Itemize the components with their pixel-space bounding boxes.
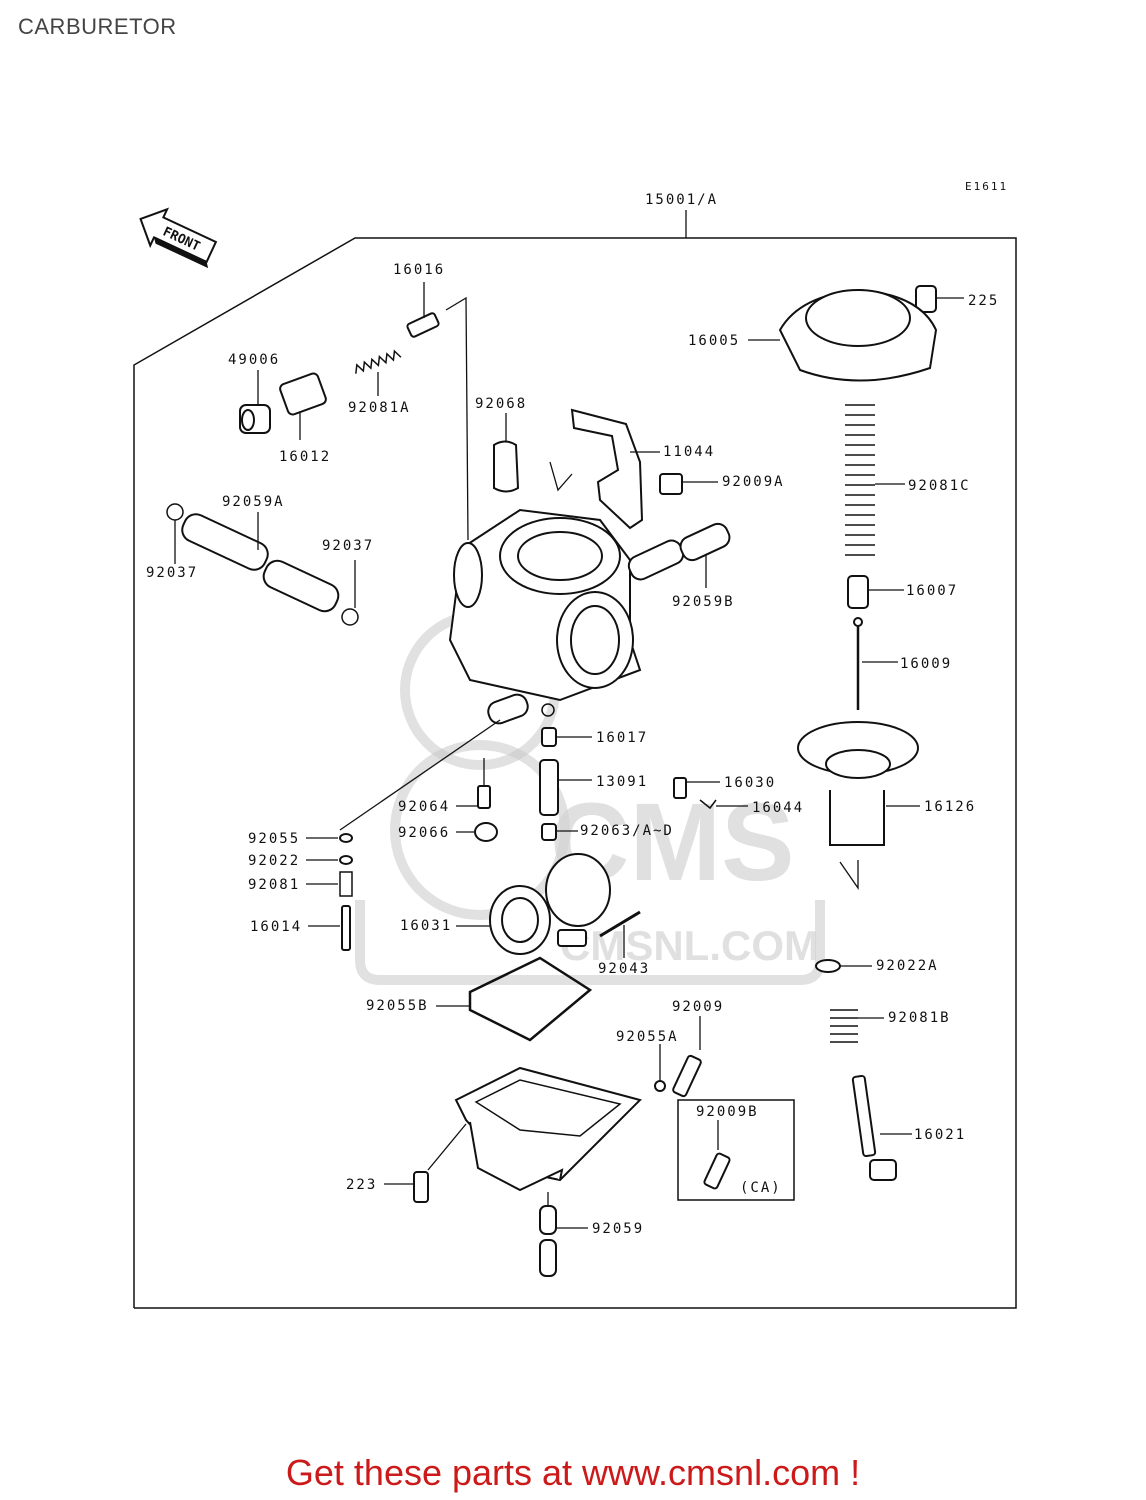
ca-label: (CA) — [740, 1180, 782, 1196]
part-label-13091: 13091 — [596, 774, 648, 790]
spring-92081b-part — [830, 1009, 884, 1043]
spring-92081a-part — [355, 349, 402, 374]
spring-92081c-part — [845, 404, 875, 556]
clamp-92037b-part — [341, 560, 359, 626]
part-label-223: 223 — [346, 1177, 377, 1193]
hose-92059a-part — [181, 512, 340, 613]
part-labels: 16016 49006 92081A 16012 92068 11044 920… — [146, 262, 999, 1237]
plug-92066-part — [456, 822, 498, 842]
needle-jet-holder-16017-part — [541, 727, 592, 747]
screw-225-part — [915, 285, 964, 313]
carburetor-body-part — [448, 508, 642, 725]
part-label-16009: 16009 — [900, 656, 952, 672]
diaphragm-16126-part — [797, 721, 920, 891]
part-label-92055: 92055 — [248, 831, 300, 847]
screw-223-part — [384, 1123, 467, 1203]
top-cover-16005-part — [748, 288, 938, 382]
part-label-16044: 16044 — [752, 800, 804, 816]
part-label-92009: 92009 — [672, 999, 724, 1015]
retainer-16007-part — [847, 575, 904, 609]
nut-16012-part — [279, 372, 327, 440]
diagram-code: E1611 — [965, 180, 1008, 193]
choke-plunger-part — [406, 282, 440, 338]
hose-92059b-part — [627, 522, 731, 588]
ca-variant-box — [677, 1099, 795, 1201]
part-label-92068: 92068 — [475, 396, 527, 412]
part-label-92066: 92066 — [398, 825, 450, 841]
bracket-11044-part — [570, 408, 660, 530]
part-label-16021: 16021 — [914, 1127, 966, 1143]
part-label-92081c: 92081C — [908, 478, 971, 494]
part-label-16012: 16012 — [279, 449, 331, 465]
screw-92009-part — [672, 1016, 702, 1098]
watermark-url: CMSNL.COM — [560, 922, 819, 969]
part-label-11044: 11044 — [663, 444, 715, 460]
page-title: CARBURETOR — [18, 14, 177, 39]
part-label-16126: 16126 — [924, 799, 976, 815]
part-label-92059a: 92059A — [222, 494, 285, 510]
part-label-92081: 92081 — [248, 877, 300, 893]
screw-16021-part — [851, 1074, 912, 1181]
part-label-92022a: 92022A — [876, 958, 939, 974]
part-label-92055b: 92055B — [366, 998, 429, 1014]
part-label-225: 225 — [968, 293, 999, 309]
part-label-16017: 16017 — [596, 730, 648, 746]
pin-92043-part — [599, 910, 641, 958]
part-label-92055a: 92055A — [616, 1029, 679, 1045]
cap-92068-part — [493, 413, 520, 493]
part-label-92059: 92059 — [592, 1221, 644, 1237]
front-arrow-icon: FRONT — [139, 207, 218, 269]
part-label-16014: 16014 — [250, 919, 302, 935]
cms-watermark: CMS CMSNL.COM — [355, 610, 825, 985]
part-label-16016: 16016 — [393, 262, 445, 278]
part-label-92037b: 92037 — [322, 538, 374, 554]
gasket-92055b-part — [436, 956, 593, 1042]
spring-92081-part — [306, 871, 353, 897]
housing-16031-part — [456, 853, 611, 955]
part-label-16031: 16031 — [400, 918, 452, 934]
part-label-92081b: 92081B — [888, 1010, 951, 1026]
part-label-92043: 92043 — [598, 961, 650, 977]
float-bowl-part — [454, 1066, 642, 1192]
part-label-16005: 16005 — [688, 333, 740, 349]
pilot-screw-16014-part — [308, 905, 351, 951]
part-label-92059b: 92059B — [672, 594, 735, 610]
washer-92022a-part — [815, 959, 872, 973]
carburetor-exploded-diagram: CMS CMSNL.COM 15001/A E1611 FRONT — [133, 180, 1017, 1309]
part-label-92081a: 92081A — [348, 400, 411, 416]
part-label-92022: 92022 — [248, 853, 300, 869]
jet-needle-16009-part — [853, 617, 898, 710]
footer-cta-link[interactable]: Get these parts at www.cmsnl.com ! — [285, 1452, 861, 1493]
part-label-49006: 49006 — [228, 352, 280, 368]
cap-49006-part — [239, 404, 271, 434]
float-pin-16030-part — [673, 777, 720, 799]
o-ring-92055a-part — [654, 1044, 666, 1092]
washer-92022-part — [306, 855, 353, 865]
part-label-92037a: 92037 — [146, 565, 198, 581]
part-label-92063: 92063/A~D — [580, 823, 674, 839]
clip-16044-part — [699, 799, 748, 810]
clamp-92037-part — [166, 503, 184, 564]
o-ring-92055-part — [306, 833, 353, 843]
assembly-label: 15001/A — [645, 192, 718, 208]
screw-92009a-part — [659, 473, 718, 495]
part-label-16007: 16007 — [906, 583, 958, 599]
part-label-16030: 16030 — [724, 775, 776, 791]
main-jet-92063-part — [541, 823, 578, 841]
assembly-frame — [133, 210, 1017, 1309]
jet-92064-part — [456, 758, 491, 809]
part-label-92009b: 92009B — [696, 1104, 759, 1120]
part-label-92064: 92064 — [398, 799, 450, 815]
needle-jet-13091-part — [539, 759, 592, 816]
part-label-92009a: 92009A — [722, 474, 785, 490]
hose-92059-part — [539, 1192, 588, 1277]
